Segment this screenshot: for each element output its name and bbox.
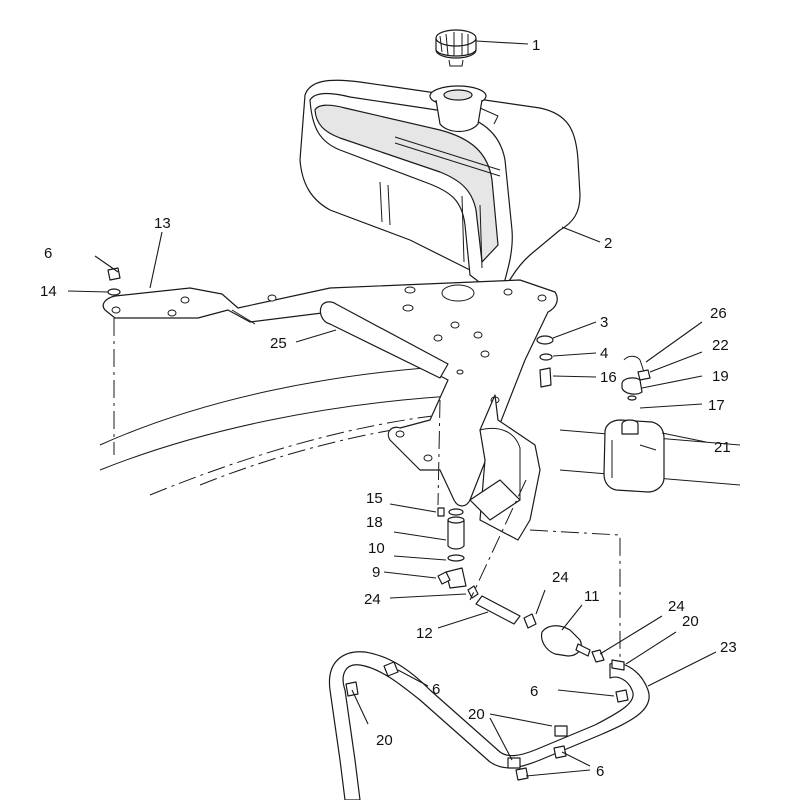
callout-4: 4: [600, 345, 608, 362]
support-column: [469, 394, 541, 541]
clamp-20-bottom-a: [507, 757, 521, 769]
callout-12: 12: [416, 625, 433, 642]
callout-24-mid: 24: [552, 569, 569, 586]
grommet-3: [536, 335, 554, 345]
fuel-hose: [328, 651, 650, 800]
bolt-6-bottom-b: [553, 745, 567, 759]
washer-14: [107, 288, 121, 296]
bolt-6-right: [615, 689, 629, 703]
callout-20-left: 20: [376, 732, 393, 749]
callout-25: 25: [270, 335, 287, 352]
callout-20-bottom: 20: [468, 706, 485, 723]
fuel-line-filter: [467, 585, 605, 663]
callout-1: 1: [532, 37, 540, 54]
callout-6-top-left: 6: [44, 245, 52, 262]
callout-9: 9: [372, 564, 380, 581]
callout-26: 26: [710, 305, 727, 322]
callout-22: 22: [712, 337, 729, 354]
callout-6-right: 6: [530, 683, 538, 700]
washer-4: [539, 353, 553, 361]
screw-16: [539, 367, 552, 388]
fuel-tank: [299, 79, 581, 299]
fuel-pickup-assembly: [437, 507, 467, 589]
callout-18: 18: [366, 514, 383, 531]
callout-20-right: 20: [682, 613, 699, 630]
callout-3: 3: [600, 314, 608, 331]
callout-19: 19: [712, 368, 729, 385]
callout-6-bottom: 6: [596, 763, 604, 780]
callout-16: 16: [600, 369, 617, 386]
callout-24-left: 24: [364, 591, 381, 608]
callout-13: 13: [154, 215, 171, 232]
callout-21: 21: [714, 439, 731, 456]
mounting-plate: [102, 279, 558, 507]
clamp-20-bottom-b: [554, 725, 568, 737]
bolt-6-mid: [383, 661, 399, 677]
clamp-20-left: [345, 681, 359, 697]
leader-lines: [67, 40, 717, 777]
callout-24-right: 24: [668, 598, 685, 615]
bolt-6-bottom-a: [515, 767, 529, 781]
callout-10: 10: [368, 540, 385, 557]
callout-23: 23: [720, 639, 737, 656]
callout-6-mid: 6: [432, 681, 440, 698]
centerlines: [113, 318, 621, 660]
fasteners: [107, 267, 629, 781]
callout-14: 14: [40, 283, 57, 300]
support-bar: [319, 301, 449, 379]
callout-labels: 1 2 3 4 6 6 6 6 9 10 11 12 13 14 15 16 1…: [40, 37, 737, 780]
vent-bottle: [603, 355, 665, 493]
clamp-20-right: [611, 659, 625, 671]
callout-2: 2: [604, 235, 612, 252]
fuel-cap: [435, 29, 477, 67]
callout-15: 15: [366, 490, 383, 507]
callout-17: 17: [708, 397, 725, 414]
callout-11: 11: [584, 588, 600, 605]
